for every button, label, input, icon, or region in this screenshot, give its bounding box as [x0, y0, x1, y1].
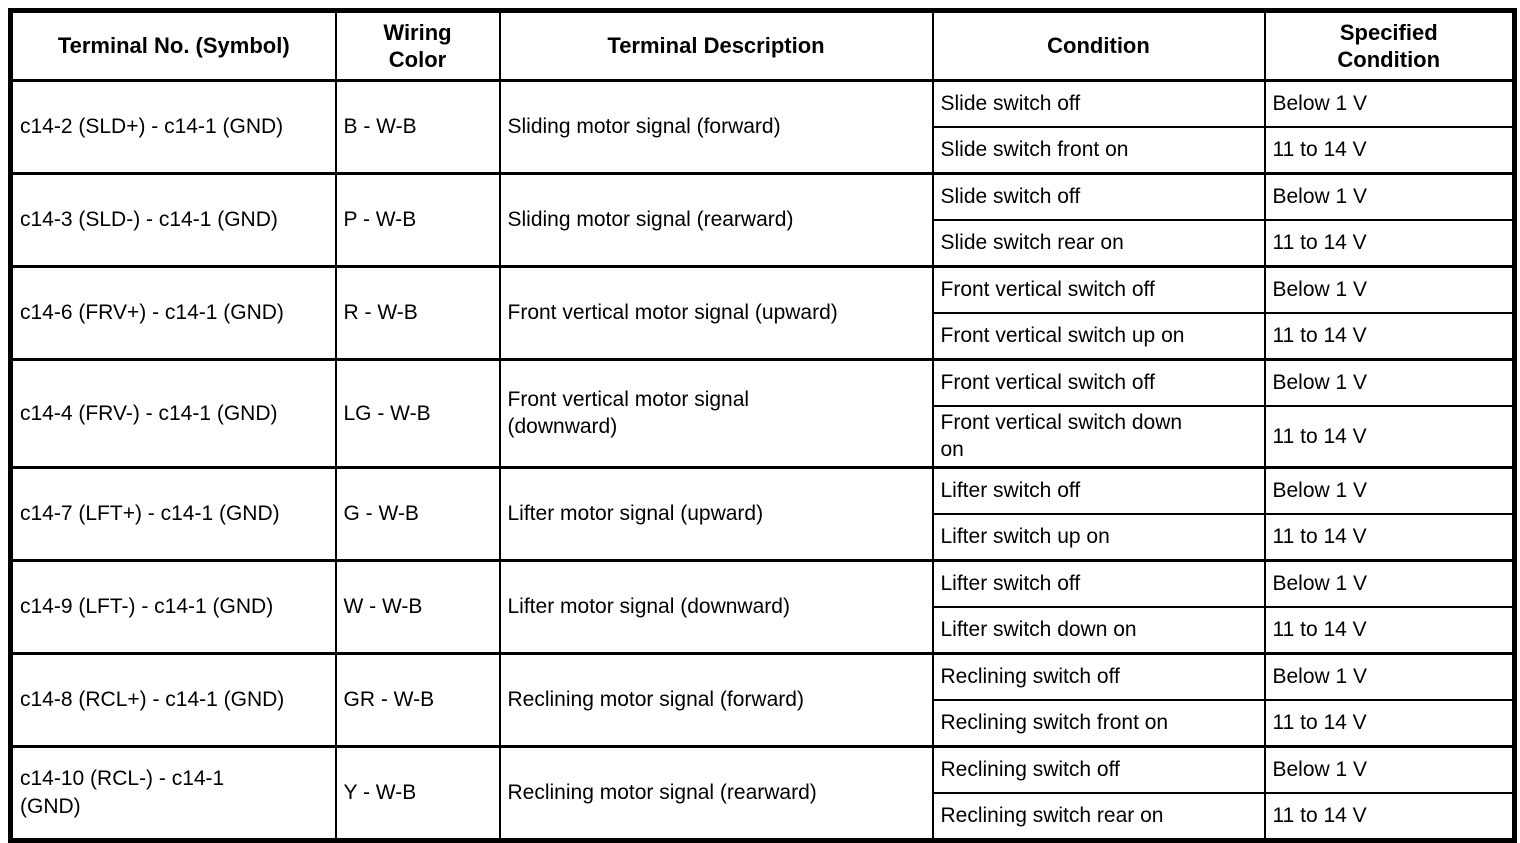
description-cell: Lifter motor signal (downward) [498, 558, 934, 655]
wiring-color-cell: GR - W-B [334, 651, 501, 748]
terminal-cell: c14-3 (SLD-) - c14-1 (GND) [9, 172, 337, 268]
specified-condition-cell: 11 to 14 V [1263, 512, 1516, 562]
condition-cell: Front vertical switch off [931, 265, 1266, 314]
table-row: c14-4 (FRV-) - c14-1 (GND) LG - W-B Fron… [9, 358, 1516, 469]
condition-cell: Slide switch off [931, 79, 1266, 128]
condition-cell: Slide switch front on [931, 126, 1266, 175]
condition-cell: Reclining switch rear on [931, 791, 1266, 842]
specified-condition-cell: 11 to 14 V [1263, 404, 1516, 469]
wiring-color-cell: LG - W-B [334, 358, 501, 469]
specified-condition-cell: 11 to 14 V [1263, 791, 1516, 842]
header-terminal-description: Terminal Description [498, 9, 934, 82]
table-subrow: Lifter switch up on 11 to 14 V [11, 512, 1516, 562]
condition-cell: Slide switch off [931, 172, 1266, 221]
table-row: c14-3 (SLD-) - c14-1 (GND) P - W-B Slidi… [9, 172, 1516, 268]
terminal-cell: c14-8 (RCL+) - c14-1 (GND) [9, 651, 337, 748]
terminal-voltage-table: Terminal No. (Symbol) Wiring Color Termi… [8, 8, 1517, 843]
condition-cell: Front vertical switch up on [931, 312, 1266, 361]
wiring-color-cell: B - W-B [334, 79, 501, 175]
condition-cell: Reclining switch front on [931, 698, 1266, 748]
table-row: c14-7 (LFT+) - c14-1 (GND) G - W-B Lifte… [9, 465, 1516, 562]
header-row: Terminal No. (Symbol) Wiring Color Termi… [9, 9, 1516, 82]
specified-condition-cell: Below 1 V [1263, 79, 1516, 128]
terminal-cell: c14-2 (SLD+) - c14-1 (GND) [9, 79, 337, 175]
specified-condition-cell: Below 1 V [1263, 358, 1516, 407]
wiring-color-cell: G - W-B [334, 465, 501, 562]
condition-cell: Lifter switch off [931, 558, 1266, 608]
terminal-cell: c14-7 (LFT+) - c14-1 (GND) [9, 465, 337, 562]
table-row: c14-10 (RCL-) - c14-1 (GND) Y - W-B Recl… [9, 744, 1516, 842]
terminal-cell: c14-6 (FRV+) - c14-1 (GND) [9, 265, 337, 361]
specified-condition-cell: Below 1 V [1263, 651, 1516, 701]
terminal-cell: c14-10 (RCL-) - c14-1 (GND) [9, 744, 337, 842]
wiring-color-cell: W - W-B [334, 558, 501, 655]
terminal-cell: c14-4 (FRV-) - c14-1 (GND) [9, 358, 337, 469]
specified-condition-cell: 11 to 14 V [1263, 312, 1516, 361]
header-specified-condition: Specified Condition [1263, 9, 1516, 82]
condition-cell: Front vertical switch off [931, 358, 1266, 407]
wiring-color-cell: P - W-B [334, 172, 501, 268]
specified-condition-cell: 11 to 14 V [1263, 219, 1516, 268]
specified-condition-cell: Below 1 V [1263, 465, 1516, 515]
table-subrow: Front vertical switch down on 11 to 14 V [11, 404, 1516, 469]
condition-cell: Front vertical switch down on [931, 404, 1266, 469]
specified-condition-cell: Below 1 V [1263, 744, 1516, 794]
specified-condition-cell: Below 1 V [1263, 558, 1516, 608]
description-cell: Sliding motor signal (rearward) [498, 172, 934, 268]
specified-condition-cell: Below 1 V [1263, 265, 1516, 314]
specified-condition-cell: 11 to 14 V [1263, 605, 1516, 655]
wiring-color-cell: Y - W-B [334, 744, 501, 842]
table-header: Terminal No. (Symbol) Wiring Color Termi… [9, 9, 1516, 82]
description-cell: Reclining motor signal (rearward) [498, 744, 934, 842]
specified-condition-cell: Below 1 V [1263, 172, 1516, 221]
table-row: c14-9 (LFT-) - c14-1 (GND) W - W-B Lifte… [9, 558, 1516, 655]
table-row: c14-2 (SLD+) - c14-1 (GND) B - W-B Slidi… [9, 79, 1516, 175]
condition-cell: Lifter switch up on [931, 512, 1266, 562]
specified-condition-cell: 11 to 14 V [1263, 698, 1516, 748]
table-subrow: Slide switch rear on 11 to 14 V [11, 219, 1516, 268]
condition-cell: Reclining switch off [931, 744, 1266, 794]
document-page: Terminal No. (Symbol) Wiring Color Termi… [8, 8, 1517, 843]
table-subrow: Reclining switch front on 11 to 14 V [11, 698, 1516, 748]
table-subrow: Lifter switch down on 11 to 14 V [11, 605, 1516, 655]
table-subrow: Slide switch front on 11 to 14 V [11, 126, 1516, 175]
wiring-color-cell: R - W-B [334, 265, 501, 361]
description-cell: Front vertical motor signal (upward) [498, 265, 934, 361]
header-wiring-color: Wiring Color [334, 9, 501, 82]
table-body: c14-2 (SLD+) - c14-1 (GND) B - W-B Slidi… [9, 79, 1516, 842]
header-terminal-no: Terminal No. (Symbol) [9, 9, 337, 82]
condition-cell: Reclining switch off [931, 651, 1266, 701]
description-cell: Front vertical motor signal (downward) [498, 358, 934, 469]
description-cell: Reclining motor signal (forward) [498, 651, 934, 748]
condition-cell: Slide switch rear on [931, 219, 1266, 268]
table-row: c14-8 (RCL+) - c14-1 (GND) GR - W-B Recl… [9, 651, 1516, 748]
condition-cell: Lifter switch down on [931, 605, 1266, 655]
condition-cell: Lifter switch off [931, 465, 1266, 515]
table-row: c14-6 (FRV+) - c14-1 (GND) R - W-B Front… [9, 265, 1516, 361]
header-condition: Condition [931, 9, 1266, 82]
description-cell: Lifter motor signal (upward) [498, 465, 934, 562]
specified-condition-cell: 11 to 14 V [1263, 126, 1516, 175]
description-cell: Sliding motor signal (forward) [498, 79, 934, 175]
table-subrow: Front vertical switch up on 11 to 14 V [11, 312, 1516, 361]
terminal-cell: c14-9 (LFT-) - c14-1 (GND) [9, 558, 337, 655]
